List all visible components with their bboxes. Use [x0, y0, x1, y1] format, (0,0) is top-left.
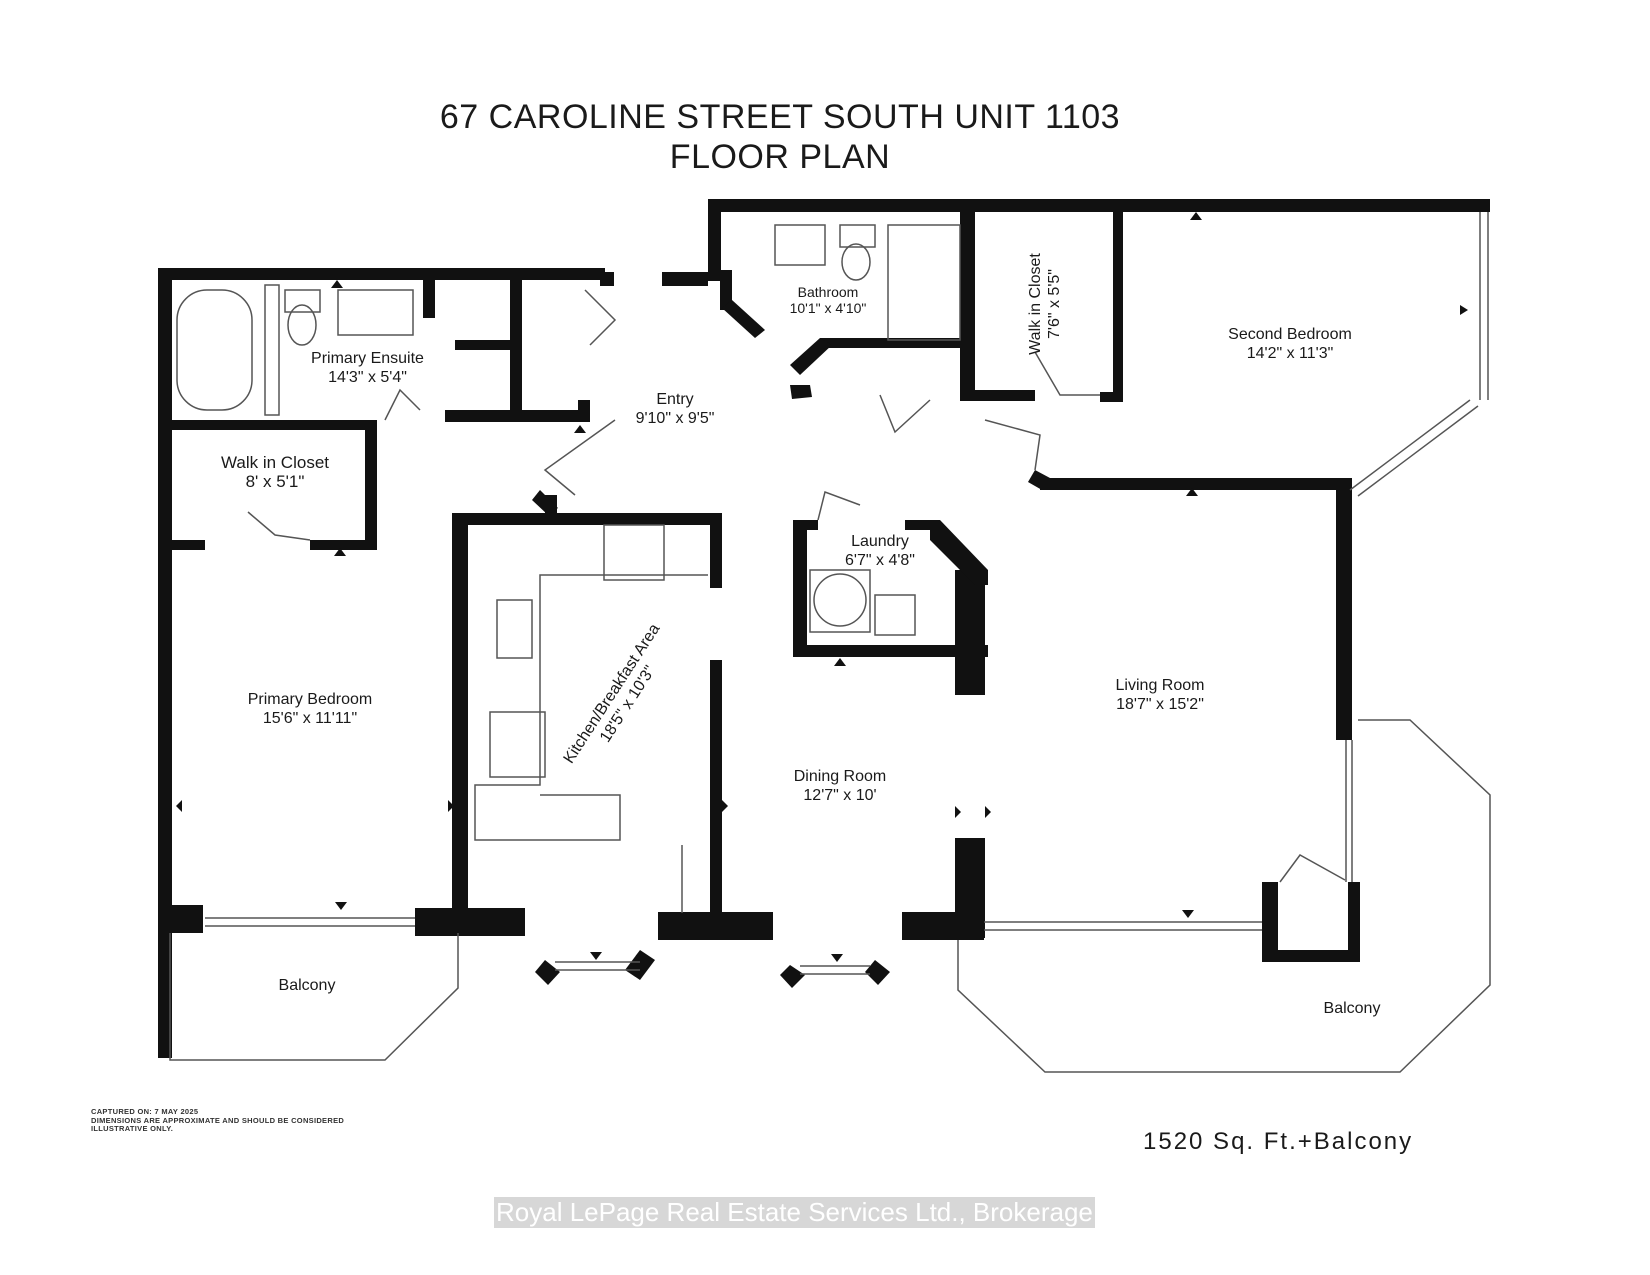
room-dims: 7'6" x 5'5" [1046, 269, 1063, 339]
room-label-dining-room: Dining Room 12'7" x 10' [770, 767, 910, 805]
room-label-laundry: Laundry 6'7" x 4'8" [820, 532, 940, 570]
room-name: Walk in Closet [1027, 253, 1044, 355]
room-label-living-room: Living Room 18'7" x 15'2" [1080, 676, 1240, 714]
room-name: Living Room [1115, 677, 1205, 694]
room-label-balcony-right: Balcony [1297, 999, 1407, 1018]
room-name: Entry [656, 391, 694, 408]
disclaimer-note: CAPTURED ON: 7 MAY 2025 DIMENSIONS ARE A… [91, 1107, 345, 1134]
room-name: Balcony [278, 977, 336, 994]
brokerage-watermark: Royal LePage Real Estate Services Ltd., … [494, 1197, 1095, 1228]
room-name: Primary Bedroom [247, 691, 373, 708]
room-name: Second Bedroom [1228, 326, 1352, 343]
room-label-balcony-left: Balcony [252, 976, 362, 995]
balcony-right-outline [957, 719, 1491, 1073]
room-dims: 12'7" x 10' [803, 787, 877, 804]
room-label-entry: Entry 9'10" x 9'5" [615, 390, 735, 428]
room-dims: 6'7" x 4'8" [845, 552, 915, 569]
room-label-second-bedroom: Second Bedroom 14'2" x 11'3" [1200, 325, 1380, 363]
room-dims: 14'2" x 11'3" [1246, 345, 1334, 362]
room-name: Primary Ensuite [311, 350, 424, 367]
left-outer-wall [158, 268, 172, 1058]
room-name: Dining Room [793, 768, 887, 785]
room-dims: 9'10" x 9'5" [635, 410, 715, 427]
room-name: Laundry [851, 533, 909, 550]
room-dims: 14'3" x 5'4" [328, 369, 407, 386]
living-north-wall [1040, 478, 1350, 490]
room-label-bathroom: Bathroom 10'1" x 4'10" [768, 284, 888, 316]
room-dims: 15'6" x 11'11" [262, 710, 358, 727]
room-label-primary-bedroom: Primary Bedroom 15'6" x 11'11" [220, 690, 400, 728]
plan-subtitle: FLOOR PLAN [669, 138, 891, 176]
note-line: CAPTURED ON: 7 MAY 2025 [91, 1107, 199, 1116]
room-name: Balcony [1323, 1000, 1381, 1017]
kitchen-left-wall [452, 513, 468, 913]
room-name: Walk in Closet [220, 453, 329, 472]
living-east-wall [1336, 478, 1352, 740]
bathroom-left-wall [708, 199, 721, 281]
room-label-walk-in-closet-1: Walk in Closet 8' x 5'1" [195, 453, 355, 491]
top-wall-right [708, 199, 1490, 212]
room-dims: 8' x 5'1" [245, 472, 305, 491]
note-line: ILLUSTRATIVE ONLY. [91, 1124, 174, 1133]
note-line: DIMENSIONS ARE APPROXIMATE AND SHOULD BE… [91, 1115, 345, 1125]
plan-title: 67 CAROLINE STREET SOUTH UNIT 1103 [439, 98, 1121, 136]
closet-left-wall [960, 208, 975, 400]
room-dims: 10'1" x 4'10" [789, 300, 867, 316]
balcony-left-outline [169, 933, 459, 1061]
room-dims: 18'7" x 15'2" [1116, 696, 1204, 713]
room-label-primary-ensuite: Primary Ensuite 14'3" x 5'4" [300, 349, 435, 387]
top-wall-left [165, 268, 605, 280]
room-name: Bathroom [797, 284, 859, 300]
room-label-walk-in-closet-2: Walk in Closet 7'6" x 5'5" [1026, 234, 1064, 374]
total-area-label: 1520 Sq. Ft.+Balcony [1143, 1128, 1414, 1155]
